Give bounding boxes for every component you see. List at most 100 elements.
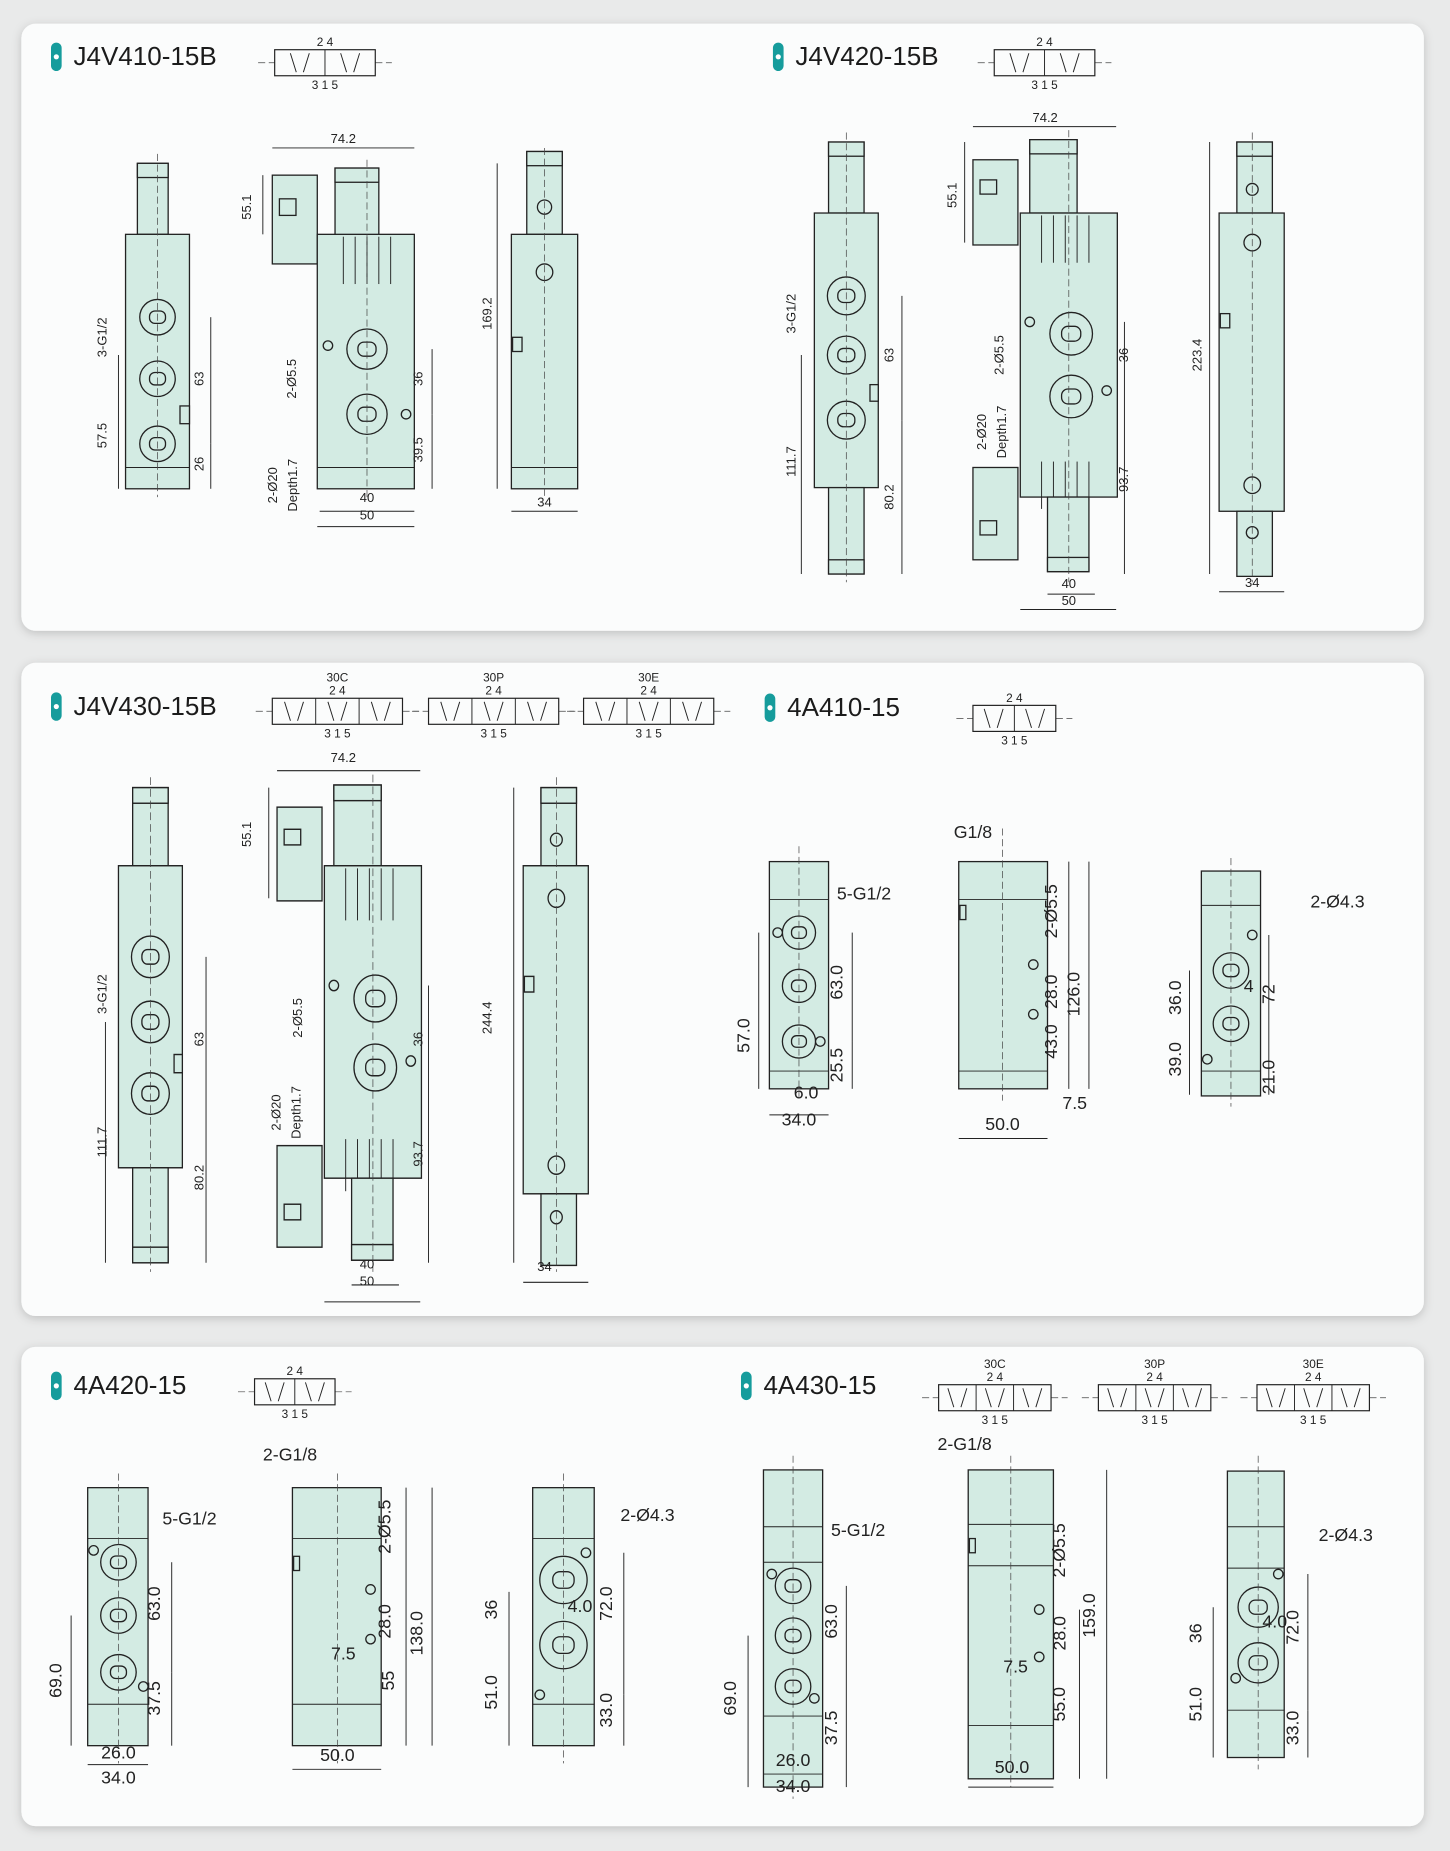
dimension-label: 7.5: [1062, 1093, 1087, 1113]
mounting-hole: [405, 1055, 417, 1067]
dimension-label: G1/8: [954, 822, 993, 842]
flow-arrow-icon: [1278, 1388, 1286, 1408]
mounting-hole: [365, 1633, 376, 1645]
symbol-port-bottom: 3 1 5: [636, 726, 663, 740]
title-marker-dot: [53, 54, 59, 60]
flow-arrow-icon: [996, 708, 1004, 728]
dimension-label: 55.1: [239, 194, 254, 219]
flow-arrow-icon: [383, 701, 391, 721]
dimension-label: 51.0: [481, 1675, 501, 1710]
dimension-label: 93.7: [1116, 467, 1131, 492]
dimension-label: 28.0: [375, 1604, 395, 1639]
flow-arrow-icon: [1182, 1388, 1189, 1408]
valve-body-part: [958, 860, 1049, 1090]
dimension-label: 2-G1/8: [263, 1444, 317, 1464]
dimension-label: 80.2: [882, 484, 897, 509]
dimension-label: 50: [1062, 593, 1076, 608]
flow-arrow-icon: [1038, 708, 1045, 728]
dimension-label: 4.0: [1262, 1611, 1287, 1631]
symbol-port-bottom: 3 1 5: [982, 1413, 1009, 1427]
symbol-port-bottom: 3 1 5: [1031, 78, 1058, 92]
dimension-label: 69.0: [720, 1681, 740, 1716]
mounting-hole: [534, 1689, 546, 1701]
dimension-label: 33.0: [596, 1693, 616, 1728]
dimension-label: 36: [411, 371, 426, 385]
flow-arrow-icon: [960, 1388, 968, 1408]
dimension-label: 2-Ø5.5: [992, 335, 1007, 375]
flow-arrow-icon: [983, 708, 991, 728]
flow-arrow-icon: [1265, 1388, 1273, 1408]
dimension-label: 2-Ø20: [269, 1094, 284, 1130]
mounting-hole: [1101, 385, 1113, 396]
dimension-label: 4: [1244, 976, 1254, 996]
dimension-label: 7.5: [331, 1643, 356, 1663]
dimension-label: 55.0: [1049, 1687, 1069, 1722]
dimension-label: 3-G1/2: [95, 317, 110, 357]
flow-arrow-icon: [284, 701, 291, 721]
dimension-label: 36: [1185, 1623, 1205, 1643]
dimension-label: 111.7: [783, 446, 798, 477]
symbol-box: [1256, 1384, 1371, 1412]
valve-body-part: [869, 383, 879, 402]
mounting-hole: [365, 1584, 376, 1595]
drawing-4a430-15: [747, 1455, 1309, 1799]
flow-arrow-icon: [302, 53, 310, 73]
dimension-label: 50.0: [320, 1745, 355, 1765]
symbol-port-bottom: 3 1 5: [324, 726, 351, 740]
dimension-label: 55.1: [239, 822, 254, 847]
drawing-4a420-15: [70, 1473, 625, 1770]
symbol-port-top: 2 4: [485, 684, 502, 698]
title-marker-dot: [53, 1383, 59, 1389]
symbol-box: [427, 697, 560, 725]
dimension-label: 28.0: [1049, 1616, 1069, 1651]
flow-arrow-icon: [353, 53, 361, 73]
mounting-hole: [137, 1681, 149, 1692]
valve-body-part: [523, 975, 535, 993]
mounting-hole: [580, 1547, 592, 1559]
valve-body-part: [283, 1203, 302, 1221]
port-slot: [365, 989, 386, 1008]
mounting-hole: [1027, 1008, 1039, 1020]
dimension-label: 34.0: [101, 1768, 136, 1788]
dimension-label: 80.2: [192, 1165, 207, 1190]
flow-arrow-icon: [1303, 1388, 1311, 1408]
dimension-label: 111.7: [95, 1127, 110, 1158]
symbol-variant-label: 30E: [1303, 1357, 1324, 1371]
valve-body-part: [136, 162, 169, 179]
model-title: 4A410-15: [787, 692, 900, 722]
dimension-label: 3-G1/2: [95, 974, 110, 1014]
valve-body-part: [1236, 141, 1274, 157]
dimension-label: 34.0: [776, 1776, 811, 1796]
valve-body-part: [968, 1537, 976, 1554]
drawing-j4v420-15b: [800, 126, 1285, 610]
model-title: 4A420-15: [73, 1370, 186, 1400]
dimension-label: 50.0: [985, 1114, 1020, 1134]
flow-arrow-icon: [947, 1388, 955, 1408]
dimension-label: 169.2: [479, 297, 494, 330]
valve-symbol: 2 43 1 5: [956, 691, 1073, 747]
valve-body-part: [979, 179, 998, 195]
flow-arrow-icon: [453, 701, 461, 721]
valve-body-part: [972, 159, 1019, 246]
mounting-hole: [1033, 1604, 1045, 1615]
symbol-port-top: 2 4: [329, 684, 346, 698]
flow-arrow-icon: [1144, 1388, 1152, 1408]
flow-arrow-icon: [1059, 53, 1067, 73]
dimension-label: 5-G1/2: [837, 883, 891, 903]
flow-arrow-icon: [695, 701, 702, 721]
flow-arrow-icon: [1009, 53, 1017, 73]
flow-arrow-icon: [289, 53, 297, 73]
dimension-label: 51.0: [1185, 1687, 1205, 1722]
dimension-label: 7.5: [1003, 1656, 1028, 1676]
port-slot: [365, 1058, 386, 1077]
drawing-4a410-15: [758, 828, 1270, 1140]
dimension-label: 36: [481, 1600, 501, 1620]
symbol-port-top: 2 4: [287, 1364, 304, 1378]
flow-arrow-icon: [318, 1382, 325, 1402]
valve-body-part: [334, 167, 380, 183]
valve-body-part: [179, 405, 191, 425]
valve-body-part: [1218, 212, 1285, 512]
